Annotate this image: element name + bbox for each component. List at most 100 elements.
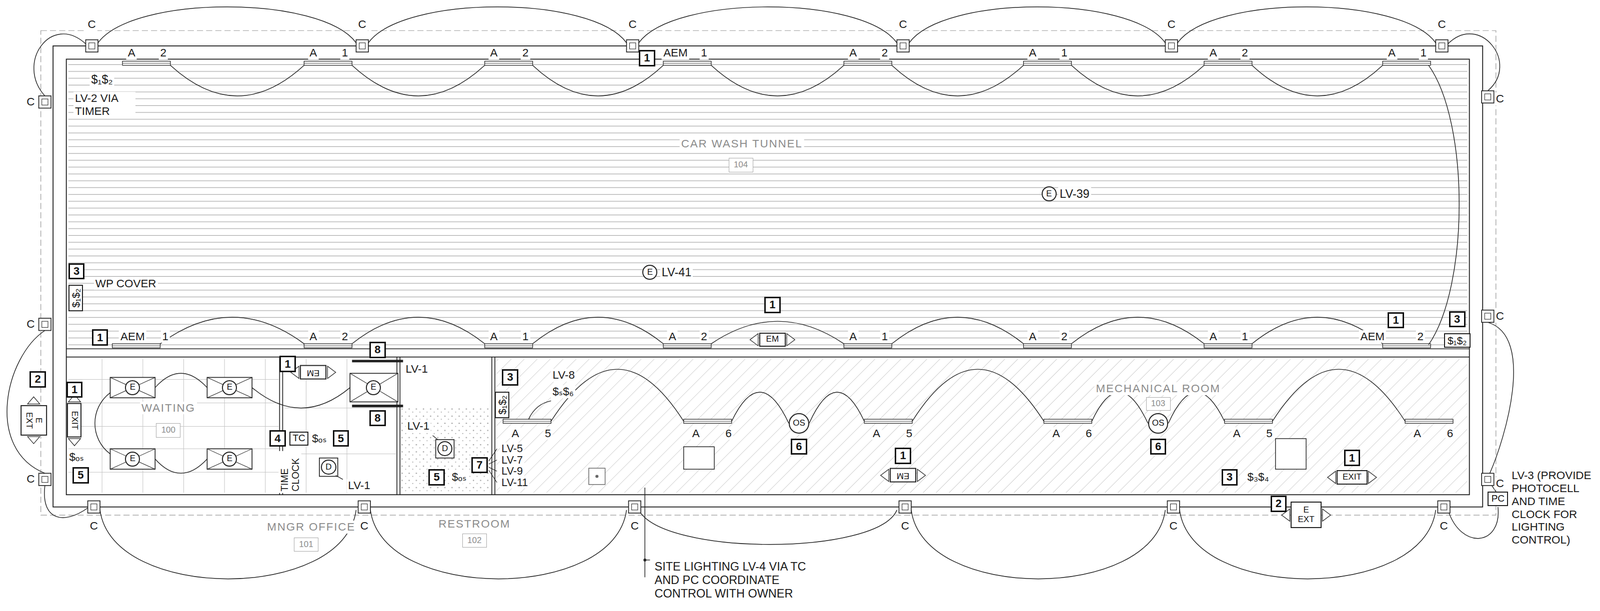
light-fixture <box>1023 343 1072 348</box>
node-text: EXT <box>24 412 34 429</box>
node-text: E <box>226 382 233 393</box>
canopy-light-lens <box>631 504 638 511</box>
circuit-wire <box>891 65 1024 96</box>
node-text: $₁$₂ <box>1447 334 1468 347</box>
canopy-tag: C <box>897 17 909 31</box>
sign-arrow <box>27 396 40 404</box>
existing-circuit: LV-41 <box>660 265 694 280</box>
canopy-light <box>358 500 371 514</box>
canopy-tag: C <box>899 519 911 533</box>
sign-arrow <box>917 469 926 482</box>
circuit-number: 2 <box>520 46 530 60</box>
canopy-light <box>1165 39 1178 53</box>
node-text: 4 <box>274 432 281 445</box>
callout-number: 2 <box>29 371 46 388</box>
callout-number: 5 <box>72 467 89 484</box>
troffer-diagonal <box>206 377 252 398</box>
canopy-light-lens <box>41 98 48 105</box>
tunnel-hatch <box>68 63 1468 348</box>
node-text: E <box>647 267 653 278</box>
node-text: 1 <box>71 383 78 396</box>
fixture-line <box>1204 345 1253 347</box>
circuit-number: 1 <box>1059 46 1069 60</box>
circuit-wire <box>368 6 627 43</box>
light-fixture <box>663 61 712 66</box>
exit-sign: EEXT <box>20 404 47 436</box>
sign-arrow <box>1368 471 1377 484</box>
circuit-number: 2 <box>880 46 890 60</box>
leader-line <box>644 487 645 578</box>
fixture-type: AEM <box>1358 330 1387 344</box>
node-text: EXT <box>1298 515 1315 525</box>
symbol-circle: E <box>642 264 658 280</box>
node-text: 1 <box>900 449 907 462</box>
circuit-wire <box>532 317 664 344</box>
fixture-line <box>1023 345 1072 347</box>
symbol-circle: D <box>437 441 453 457</box>
circuit-wire <box>33 33 86 96</box>
note: TIME CLOCK <box>278 451 301 494</box>
canopy-light <box>87 500 100 514</box>
light-fixture <box>1043 419 1092 424</box>
switch-symbol: $₃$₄ <box>1245 470 1271 484</box>
troffer-diagonal <box>109 377 155 398</box>
callout-number: 6 <box>1150 438 1167 456</box>
node-text: 6 <box>1155 440 1162 453</box>
fixture-line <box>502 421 551 422</box>
circuit-wire <box>1272 369 1406 422</box>
light-fixture <box>1224 419 1273 424</box>
mechanical-hatch <box>495 359 1468 493</box>
light-fixture <box>843 61 892 66</box>
canopy-light <box>1481 473 1494 486</box>
canopy-light <box>896 39 909 53</box>
node-text: 1 <box>1349 452 1356 465</box>
circuit-wire <box>731 392 789 424</box>
leader-line <box>488 460 497 465</box>
light-fixture <box>1382 343 1431 348</box>
exit-sign: EEXT <box>1290 501 1322 529</box>
interior-walls <box>66 348 1470 495</box>
fixture-type: A <box>1208 330 1219 344</box>
circuit-number: 5 <box>543 427 553 441</box>
canopy-tag: C <box>24 95 36 109</box>
callout-number: 2 <box>1270 495 1288 513</box>
node-text: 8 <box>374 412 381 425</box>
callout-number: 3 <box>68 263 85 280</box>
fixture-line <box>843 345 892 347</box>
circuit-wire <box>154 459 207 474</box>
symbol-circle: E <box>1041 186 1057 202</box>
leader-line <box>488 467 497 472</box>
circuit-number: 5 <box>904 427 914 441</box>
troffer-fixture <box>206 377 252 398</box>
circuit-number: 1 <box>1240 330 1250 344</box>
room-number-box: 102 <box>462 533 487 549</box>
callout-number: 3 <box>1221 469 1239 486</box>
circuit-wire <box>1179 510 1436 580</box>
circuit-wire <box>94 392 111 455</box>
sign-arrow <box>68 438 81 446</box>
exit-sign: EM <box>299 365 327 380</box>
troffer-diagonal <box>349 373 398 402</box>
equipment <box>1275 438 1307 470</box>
canopy-light-lens <box>1484 313 1491 320</box>
node-text: 3 <box>1226 471 1233 484</box>
sign-arrow <box>749 333 758 347</box>
circuit-wire <box>1091 392 1148 424</box>
circuit-wire <box>638 6 897 43</box>
node-text: 7 <box>476 459 483 472</box>
control-note: LV-3 (PROVIDE PHOTOCELL AND TIME CLOCK F… <box>1510 469 1595 547</box>
fixture-type: A <box>488 330 500 344</box>
circuit-number: 2 <box>1415 330 1425 344</box>
circuit-number: 1 <box>520 330 530 344</box>
fixture-line <box>663 345 712 347</box>
circuit-wire <box>154 373 207 388</box>
canopy-light-lens <box>41 476 48 483</box>
canopy-light <box>1481 90 1494 104</box>
sign-arrow <box>1322 509 1331 522</box>
troffer-fixture <box>109 377 155 398</box>
node-text: E <box>1046 189 1052 199</box>
callout-number: 1 <box>638 49 656 67</box>
symbol-circle: D <box>320 459 336 475</box>
callout-number: 1 <box>1387 312 1405 329</box>
